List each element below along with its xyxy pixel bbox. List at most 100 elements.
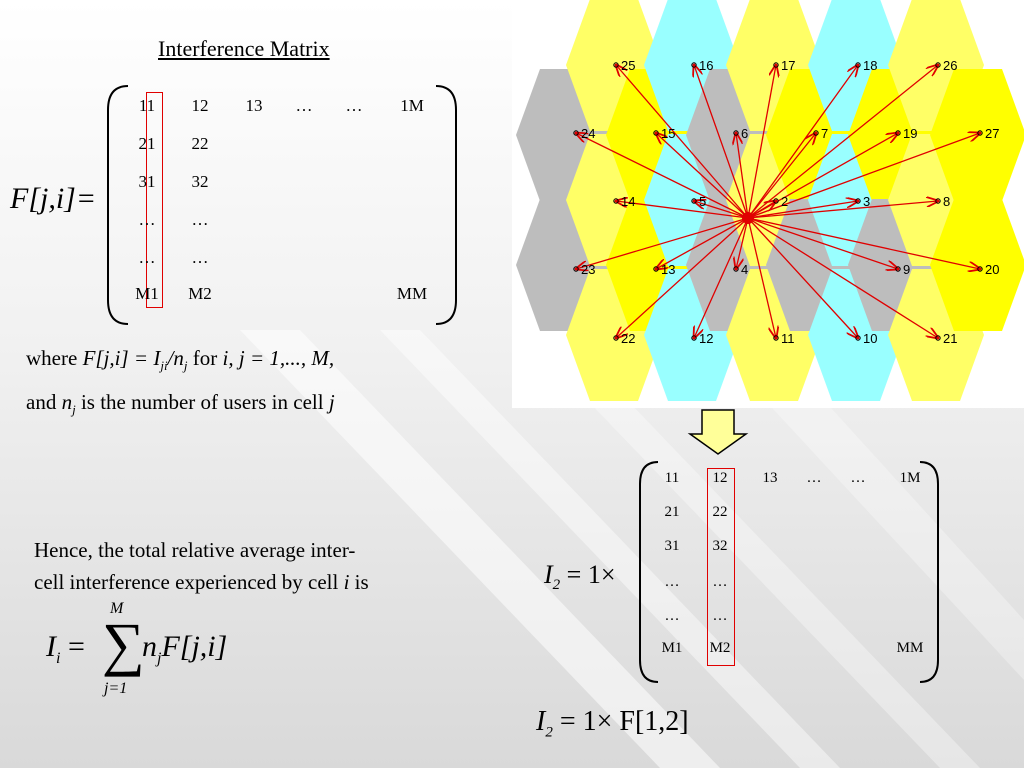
matrix2-cell: 13: [762, 470, 778, 486]
matrix1-cell: 11: [138, 96, 156, 115]
cell-label: 2: [781, 194, 788, 209]
matrix1-cell: M2: [188, 284, 212, 303]
base-station-icon: [813, 130, 819, 136]
interference-arrow: [736, 133, 749, 219]
cell-label: 14: [621, 194, 635, 209]
cell-label: 23: [581, 262, 595, 277]
cell-label: 22: [621, 331, 635, 346]
matrix1-cell: 21: [138, 134, 156, 153]
matrix2-cell: …: [712, 574, 728, 590]
matrix2-cell: MM: [896, 640, 924, 656]
base-station-icon: [977, 130, 983, 136]
matrix2-cell: 31: [664, 538, 680, 554]
sigma-symbol: ∑: [102, 611, 145, 677]
interference-arrow: [747, 217, 980, 269]
bottom-formula: I2 = 1× F[1,2]: [536, 706, 689, 741]
cell-label: 21: [943, 331, 957, 346]
base-station-icon: [773, 62, 779, 68]
matrix2-cell: 12: [712, 470, 728, 486]
interference-arrow: [747, 201, 858, 219]
base-station-icon: [895, 130, 901, 136]
interference-arrow: [747, 201, 938, 219]
base-station-icon: [855, 198, 861, 204]
source-cell-marker: [742, 212, 754, 224]
cell-label: 25: [621, 58, 635, 73]
interference-arrow: [576, 217, 749, 269]
cell-label: 8: [943, 194, 950, 209]
matrix1-cell: 31: [138, 172, 156, 191]
matrix2-cell: M1: [661, 640, 683, 656]
matrix1-cell: 1M: [400, 96, 424, 115]
base-station-icon: [613, 198, 619, 204]
down-arrow-icon: [687, 409, 749, 455]
interference-arrow: [747, 217, 858, 338]
cell-label: 3: [863, 194, 870, 209]
cell-label: 6: [741, 126, 748, 141]
cell-label: 9: [903, 262, 910, 277]
matrix2-cell: 21: [664, 504, 680, 520]
interference-arrow: [747, 217, 776, 338]
interference-arrow: [747, 65, 938, 219]
matrix2-cell: 32: [712, 538, 728, 554]
page-title: Interference Matrix: [158, 36, 330, 61]
right-formula-lhs: I2 = 1×: [544, 560, 616, 594]
base-station-icon: [733, 266, 739, 272]
matrix1-cell: M1: [135, 284, 159, 303]
interference-arrow: [736, 217, 749, 269]
matrix1-cell: …: [345, 96, 363, 115]
matrix1-cell: 13: [245, 96, 263, 115]
definition-line-2: and nj is the number of users in cell j: [26, 390, 335, 418]
base-station-icon: [935, 198, 941, 204]
cell-label: 5: [699, 194, 706, 209]
base-station-icon: [691, 62, 697, 68]
cell-label: 17: [781, 58, 795, 73]
interference-arrow: [747, 133, 816, 219]
base-station-icon: [653, 266, 659, 272]
interference-arrow: [694, 65, 749, 219]
matrix2-cell: …: [664, 608, 680, 624]
base-station-icon: [855, 335, 861, 341]
matrix2-cell: 11: [664, 470, 680, 486]
base-station-icon: [935, 62, 941, 68]
interference-arrow: [656, 133, 749, 219]
matrix2-cell: …: [850, 470, 866, 486]
matrix2-cell: 1M: [899, 470, 921, 486]
cell-label: 11: [781, 331, 795, 346]
cell-label: 24: [581, 126, 595, 141]
cell-label: 18: [863, 58, 877, 73]
base-station-icon: [773, 198, 779, 204]
base-station-icon: [653, 130, 659, 136]
interference-arrow: [747, 65, 858, 219]
cell-label: 4: [741, 262, 748, 277]
cell-label: 13: [661, 262, 675, 277]
matrix1-cell: 22: [191, 134, 209, 153]
cell-label: 20: [985, 262, 999, 277]
cell-label: 12: [699, 331, 713, 346]
interference-arrow: [616, 65, 749, 219]
matrix2-cell: …: [806, 470, 822, 486]
cell-label: 10: [863, 331, 877, 346]
interference-arrow: [576, 133, 749, 219]
hence-line-2: cell interference experienced by cell i …: [34, 570, 369, 594]
base-station-icon: [855, 62, 861, 68]
base-station-icon: [773, 335, 779, 341]
interference-arrow: [747, 133, 980, 219]
matrix1-cell: 12: [191, 96, 209, 115]
matrix1-cell: …: [138, 210, 156, 229]
cell-label: 7: [821, 126, 828, 141]
base-station-icon: [573, 130, 579, 136]
interference-arrow: [747, 133, 898, 219]
matrix2-cell: M2: [709, 640, 731, 656]
definition-line-1: where F[j,i] = Iji/nj for i, j = 1,..., …: [26, 346, 335, 374]
interference-arrow: [656, 217, 749, 269]
cell-label: 27: [985, 126, 999, 141]
base-station-icon: [613, 62, 619, 68]
base-station-icon: [691, 198, 697, 204]
matrix1-cell: MM: [396, 284, 428, 303]
matrix2-cell: 22: [712, 504, 728, 520]
base-station-icon: [691, 335, 697, 341]
interference-arrow: [747, 65, 776, 219]
